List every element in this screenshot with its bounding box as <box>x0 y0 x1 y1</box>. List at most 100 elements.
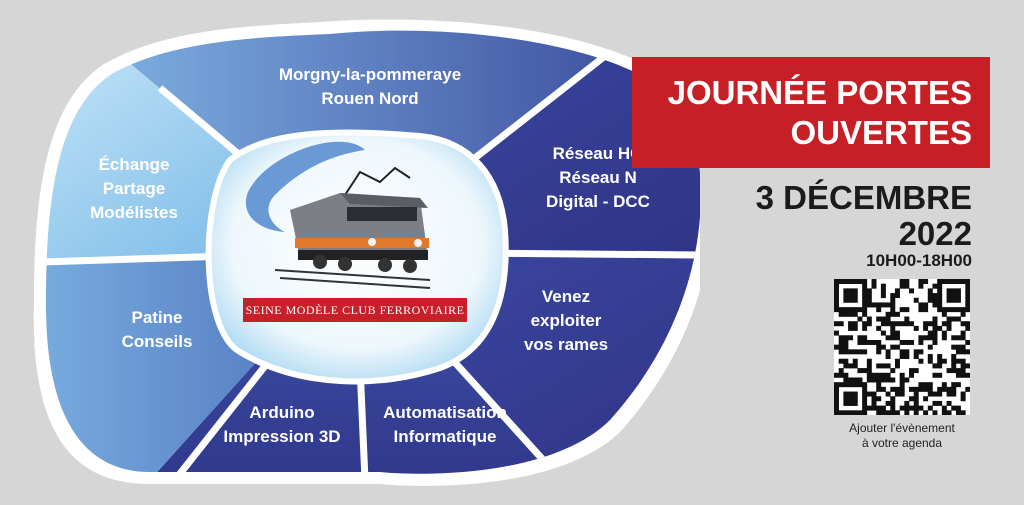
qr-module <box>913 410 919 416</box>
electric-locomotive-icon <box>274 166 431 289</box>
qr-module <box>927 354 933 360</box>
seine-swoosh-icon <box>245 141 365 232</box>
qr-module <box>866 316 872 322</box>
qr-module <box>909 288 915 294</box>
qr-module <box>899 386 905 392</box>
qr-module <box>862 321 868 327</box>
qr-module <box>876 396 882 402</box>
qr-module <box>965 349 971 355</box>
qr-module <box>932 339 938 345</box>
qr-module <box>894 363 900 369</box>
qr-module <box>876 410 882 416</box>
segment-patine-line-1: Patine <box>131 308 183 327</box>
qr-module <box>866 377 872 383</box>
qr-module <box>965 307 971 313</box>
qr-module <box>894 311 900 317</box>
qr-module <box>951 297 957 303</box>
qr-module <box>899 405 905 411</box>
qr-module <box>862 288 868 294</box>
qr-module <box>923 302 929 308</box>
qr-module <box>960 396 966 402</box>
qr-module <box>927 358 933 364</box>
qr-module <box>960 311 966 317</box>
qr-module <box>852 382 858 388</box>
qr-module <box>894 330 900 336</box>
qr-module <box>918 283 924 289</box>
segment-arduino-line-1: Arduino <box>249 403 315 422</box>
qr-module <box>848 382 854 388</box>
qr-module <box>932 297 938 303</box>
qr-module <box>955 349 961 355</box>
qr-module <box>880 410 886 416</box>
qr-module <box>941 382 947 388</box>
qr-module <box>913 396 919 402</box>
qr-module <box>834 321 839 327</box>
qr-module <box>937 293 943 299</box>
qr-module <box>843 293 849 299</box>
qr-module <box>937 354 943 360</box>
agenda-line-2: à votre agenda <box>861 436 943 450</box>
qr-module <box>862 391 868 397</box>
qr-module <box>923 307 929 313</box>
qr-module <box>852 297 858 303</box>
qr-module <box>960 279 966 284</box>
qr-module <box>876 349 882 355</box>
qr-module <box>866 391 872 397</box>
qr-module <box>923 325 929 331</box>
qr-module <box>852 288 858 294</box>
qr-module <box>848 335 854 341</box>
qr-module <box>918 279 924 284</box>
qr-module <box>946 297 952 303</box>
qr-module <box>927 335 933 341</box>
qr-module <box>843 344 849 350</box>
qr-module <box>955 372 961 378</box>
qr-module <box>894 288 900 294</box>
qr-module <box>965 288 971 294</box>
qr-module <box>848 325 854 331</box>
qr-module <box>960 335 966 341</box>
qr-module <box>852 396 858 402</box>
qr-module <box>909 368 915 374</box>
qr-module <box>955 279 961 284</box>
qr-module <box>838 368 844 374</box>
qr-module <box>834 283 839 289</box>
qr-module <box>899 321 905 327</box>
qr-module <box>880 283 886 289</box>
qr-module <box>955 410 961 416</box>
qr-module <box>857 316 863 322</box>
qr-module <box>913 391 919 397</box>
qr-module <box>866 405 872 411</box>
qr-module <box>951 288 957 294</box>
qr-module <box>852 349 858 355</box>
qr-module <box>946 279 952 284</box>
qr-module <box>834 372 839 378</box>
qr-module <box>937 325 943 331</box>
qr-module <box>946 288 952 294</box>
qr-module <box>965 283 971 289</box>
qr-module <box>885 400 891 406</box>
qr-module <box>951 391 957 397</box>
qr-module <box>894 410 900 416</box>
qr-code-icon[interactable] <box>834 279 971 416</box>
segment-venez: Venez exploiter vos rames <box>524 285 608 357</box>
qr-module <box>843 288 849 294</box>
qr-module <box>834 400 839 406</box>
qr-module <box>866 368 872 374</box>
qr-module <box>951 344 957 350</box>
qr-module <box>951 358 957 364</box>
qr-module <box>862 325 868 331</box>
qr-module <box>866 288 872 294</box>
add-to-agenda-caption: Ajouter l'évènement à votre agenda <box>827 421 977 451</box>
qr-module <box>899 339 905 345</box>
qr-module <box>880 377 886 383</box>
qr-module <box>937 297 943 303</box>
qr-module <box>927 344 933 350</box>
qr-module <box>904 405 910 411</box>
qr-module <box>927 386 933 392</box>
qr-module <box>899 377 905 383</box>
qr-module <box>880 321 886 327</box>
qr-module <box>871 377 877 383</box>
qr-module <box>848 307 854 313</box>
qr-module <box>946 307 952 313</box>
qr-module <box>857 279 863 284</box>
